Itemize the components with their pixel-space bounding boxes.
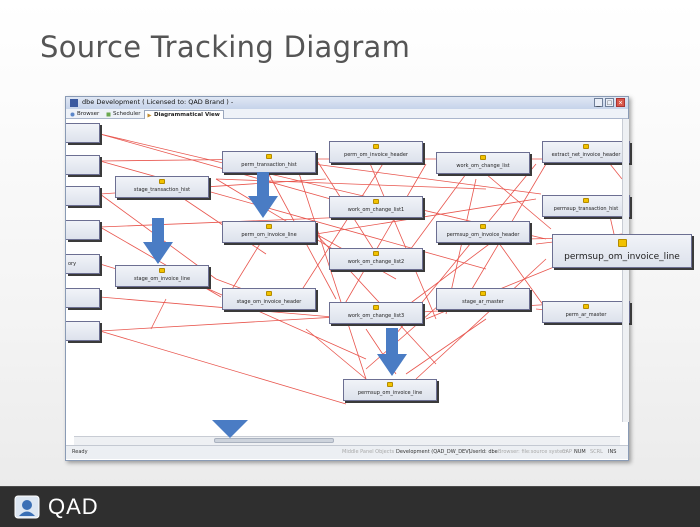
key-icon [159, 268, 165, 273]
key-icon [373, 199, 379, 204]
node-extract-net-invoice-header[interactable]: extract_net_invoice_header [542, 141, 630, 163]
node-work-om-change-list1[interactable]: work_om_change_list1 [329, 196, 423, 218]
node-label: permsup_transaction_hist [553, 206, 619, 212]
key-icon [387, 382, 393, 387]
node-label: permsup_om_invoice_line [564, 252, 680, 262]
status-cap: CAP [562, 449, 572, 455]
window-title: dbe Development ( Licensed to: QAD Brand… [82, 98, 234, 106]
key-icon [583, 144, 589, 149]
key-icon [266, 224, 272, 229]
node-work-om-change-list[interactable]: work_om_change_list [436, 152, 530, 174]
minimize-button[interactable]: _ [594, 98, 603, 107]
node-stage-om-invoice-line[interactable]: stage_om_invoice_line [115, 265, 209, 287]
key-icon [480, 155, 486, 160]
status-bar: Ready Middle Panel Objects Development (… [66, 445, 628, 459]
node-work-om-change-list2[interactable]: work_om_change_list2 [329, 248, 423, 270]
slide-footer: QAD [0, 486, 700, 527]
node-perm-om-invoice-line[interactable]: perm_om_invoice_line [222, 221, 316, 243]
down-arrow-icon [377, 328, 407, 376]
side-table-4[interactable] [66, 220, 100, 240]
status-scrl: SCRL [590, 449, 603, 455]
node-perm-ar-master[interactable]: perm_ar_master [542, 301, 630, 323]
node-label: perm_transaction_hist [241, 162, 297, 168]
app-icon [70, 99, 78, 107]
status-connection: Development (QAD_DW_DEV) [396, 449, 471, 455]
node-label: perm_om_invoice_header [344, 152, 408, 158]
maximize-button[interactable]: □ [605, 98, 614, 107]
footer-brand: QAD [48, 494, 99, 519]
side-table-5[interactable]: ory [66, 254, 100, 274]
node-perm-transaction-hist[interactable]: perm_transaction_hist [222, 151, 316, 173]
browser-icon [70, 112, 75, 116]
status-ins: INS [608, 449, 617, 455]
close-button[interactable]: × [616, 98, 625, 107]
key-icon [480, 291, 486, 296]
key-icon [583, 198, 589, 203]
node-permsup-om-invoice-line-callout[interactable]: permsup_om_invoice_line [552, 234, 692, 268]
key-icon [373, 144, 379, 149]
node-perm-om-invoice-header[interactable]: perm_om_invoice_header [329, 141, 423, 163]
node-label: work_om_change_list2 [347, 259, 405, 265]
key-icon [266, 154, 272, 159]
node-label: extract_net_invoice_header [551, 152, 621, 158]
node-label: work_om_change_list3 [347, 313, 405, 319]
key-icon [618, 239, 627, 247]
tab-scheduler-label: Scheduler [113, 111, 141, 117]
node-label: permsup_om_invoice_header [446, 232, 520, 238]
tab-diagrammatical-view-label: Diagrammatical View [154, 112, 220, 118]
node-label: stage_ar_master [462, 299, 504, 305]
key-icon [266, 291, 272, 296]
node-permsup-om-invoice-line[interactable]: permsup_om_invoice_line [343, 379, 437, 401]
side-table-7[interactable] [66, 321, 100, 341]
window-titlebar: dbe Development ( Licensed to: QAD Brand… [66, 97, 628, 109]
node-permsup-transaction-hist[interactable]: permsup_transaction_hist [542, 195, 630, 217]
node-label: perm_om_invoice_line [241, 232, 297, 238]
tab-diagrammatical-view[interactable]: Diagrammatical View [144, 110, 224, 119]
node-label: work_om_change_list [456, 163, 510, 169]
qad-logo-icon [14, 495, 40, 519]
side-table-label: ory [68, 261, 77, 267]
key-icon [583, 304, 589, 309]
diagram-icon [147, 113, 152, 117]
key-icon [480, 224, 486, 229]
slide-title: Source Tracking Diagram [40, 30, 411, 64]
node-label: stage_om_invoice_header [236, 299, 302, 305]
key-icon [373, 251, 379, 256]
diagram-canvas[interactable]: ory stage_transaction_hist perm_transact… [66, 119, 630, 422]
status-middle-panel: Middle Panel Objects [342, 449, 395, 455]
side-table-6[interactable] [66, 288, 100, 308]
node-stage-transaction-hist[interactable]: stage_transaction_hist [115, 176, 209, 198]
tab-browser[interactable]: Browser [68, 110, 102, 118]
status-ready: Ready [72, 449, 88, 455]
status-user: UserId: dbe [469, 449, 498, 455]
node-work-om-change-list3[interactable]: work_om_change_list3 [329, 302, 423, 324]
tab-scheduler[interactable]: Scheduler [104, 110, 144, 118]
scheduler-icon [106, 112, 111, 116]
status-browser-system: Browser: file:source system [498, 449, 568, 455]
vertical-scrollbar[interactable] [622, 119, 629, 422]
status-num: NUM [574, 449, 586, 455]
node-label: stage_om_invoice_line [133, 276, 191, 282]
node-stage-om-invoice-header[interactable]: stage_om_invoice_header [222, 288, 316, 310]
node-permsup-om-invoice-header[interactable]: permsup_om_invoice_header [436, 221, 530, 243]
key-icon [373, 305, 379, 310]
horizontal-scroll-thumb[interactable] [214, 438, 334, 443]
side-table-2[interactable] [66, 155, 100, 175]
node-label: permsup_om_invoice_line [357, 390, 423, 396]
side-table-3[interactable] [66, 186, 100, 206]
node-label: perm_ar_master [565, 312, 607, 318]
down-arrow-icon [143, 218, 173, 264]
side-table-1[interactable] [66, 123, 100, 143]
node-label: work_om_change_list1 [347, 207, 405, 213]
app-window: dbe Development ( Licensed to: QAD Brand… [65, 96, 630, 461]
key-icon [159, 179, 165, 184]
tab-browser-label: Browser [77, 111, 100, 117]
down-arrow-icon [212, 420, 248, 438]
down-arrow-icon [248, 172, 278, 218]
node-label: stage_transaction_hist [133, 187, 191, 193]
node-stage-ar-master[interactable]: stage_ar_master [436, 288, 530, 310]
tab-bar: Browser Scheduler Diagrammatical View [66, 109, 628, 119]
